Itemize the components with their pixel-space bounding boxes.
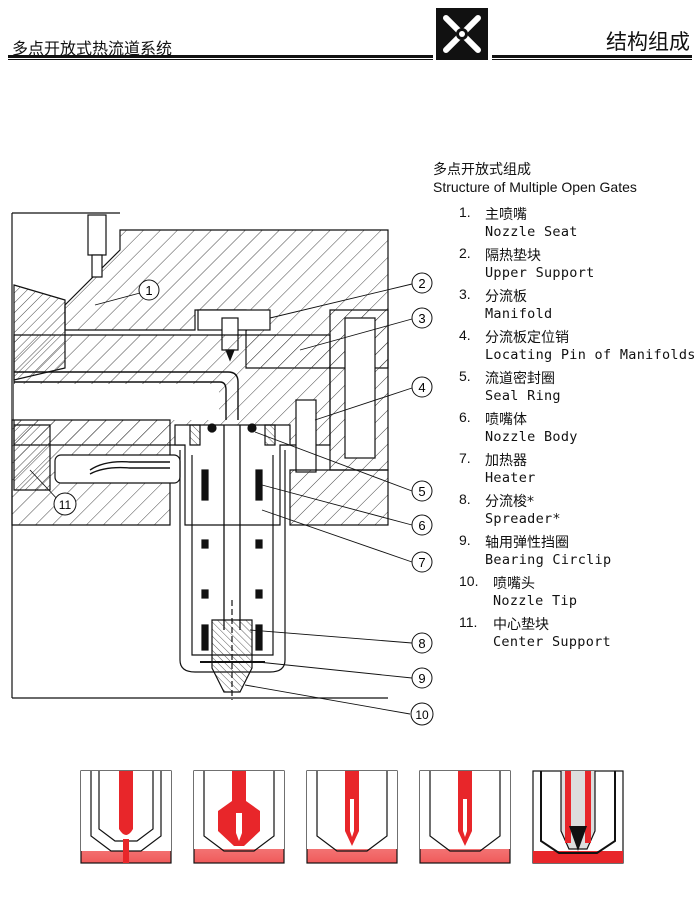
- svg-text:11: 11: [59, 498, 72, 512]
- header-rule-left-thin: [8, 59, 433, 60]
- callout-4: 4: [411, 376, 433, 398]
- svg-text:8: 8: [418, 636, 425, 651]
- callout-5: 5: [411, 480, 433, 502]
- svg-text:3: 3: [418, 311, 425, 326]
- svg-text:1: 1: [145, 283, 152, 298]
- callout-6: 6: [411, 514, 433, 536]
- tip-variant-5: [532, 770, 624, 864]
- header-left-title: 多点开放式热流道系统: [12, 39, 173, 58]
- callout-7: 7: [411, 551, 433, 573]
- list-item: 4. 分流板定位销 Locating Pin of Manifolds: [459, 327, 696, 363]
- tip-variant-4: [419, 770, 511, 864]
- list-item: 7. 加热器 Heater: [459, 450, 536, 486]
- legend-header: 多点开放式组成 Structure of Multiple Open Gates: [433, 162, 698, 196]
- callout-8: 8: [411, 632, 433, 654]
- tip-variant-1: [80, 770, 172, 864]
- svg-text:9: 9: [418, 671, 425, 686]
- tip-variant-2: [193, 770, 285, 864]
- tip-variant-3: [306, 770, 398, 864]
- callout-9: 9: [411, 667, 433, 689]
- svg-text:7: 7: [418, 555, 425, 570]
- list-item: 11. 中心垫块 Center Support: [459, 614, 611, 650]
- svg-text:5: 5: [418, 484, 425, 499]
- svg-text:2: 2: [418, 276, 425, 291]
- svg-text:6: 6: [418, 518, 425, 533]
- callout-markers: 1 2 3 4 5 6 7 8 9 10 11: [53, 272, 434, 726]
- list-item: 2. 隔热垫块 Upper Support: [459, 245, 595, 281]
- svg-text:4: 4: [418, 380, 425, 395]
- tip-variants: [80, 770, 624, 864]
- header-rule-left: [8, 55, 433, 58]
- callout-11: 11: [53, 492, 77, 516]
- list-item: 5. 流道密封圈 Seal Ring: [459, 368, 561, 404]
- callout-10: 10: [410, 702, 434, 726]
- legend-title-cn: 多点开放式组成: [433, 162, 531, 178]
- parts-list: 1. 主喷嘴 Nozzle Seat 2. 隔热垫块 Upper Support…: [459, 204, 699, 655]
- callout-2: 2: [411, 272, 433, 294]
- list-item: 3. 分流板 Manifold: [459, 286, 553, 322]
- list-item: 1. 主喷嘴 Nozzle Seat: [459, 204, 578, 240]
- callout-1: 1: [138, 279, 160, 301]
- legend-title-en: Structure of Multiple Open Gates: [433, 179, 637, 195]
- list-item: 6. 喷嘴体 Nozzle Body: [459, 409, 578, 445]
- list-item: 10. 喷嘴头 Nozzle Tip: [459, 573, 578, 609]
- header-rule-right: [492, 55, 692, 58]
- header-rule-right-thin: [492, 59, 692, 60]
- brand-logo-icon: [436, 8, 488, 60]
- header-right-title: 结构组成: [606, 30, 690, 54]
- callout-3: 3: [411, 307, 433, 329]
- svg-text:10: 10: [415, 708, 429, 722]
- list-item: 8. 分流梭* Spreader*: [459, 491, 561, 527]
- list-item: 9. 轴用弹性挡圈 Bearing Circlip: [459, 532, 612, 568]
